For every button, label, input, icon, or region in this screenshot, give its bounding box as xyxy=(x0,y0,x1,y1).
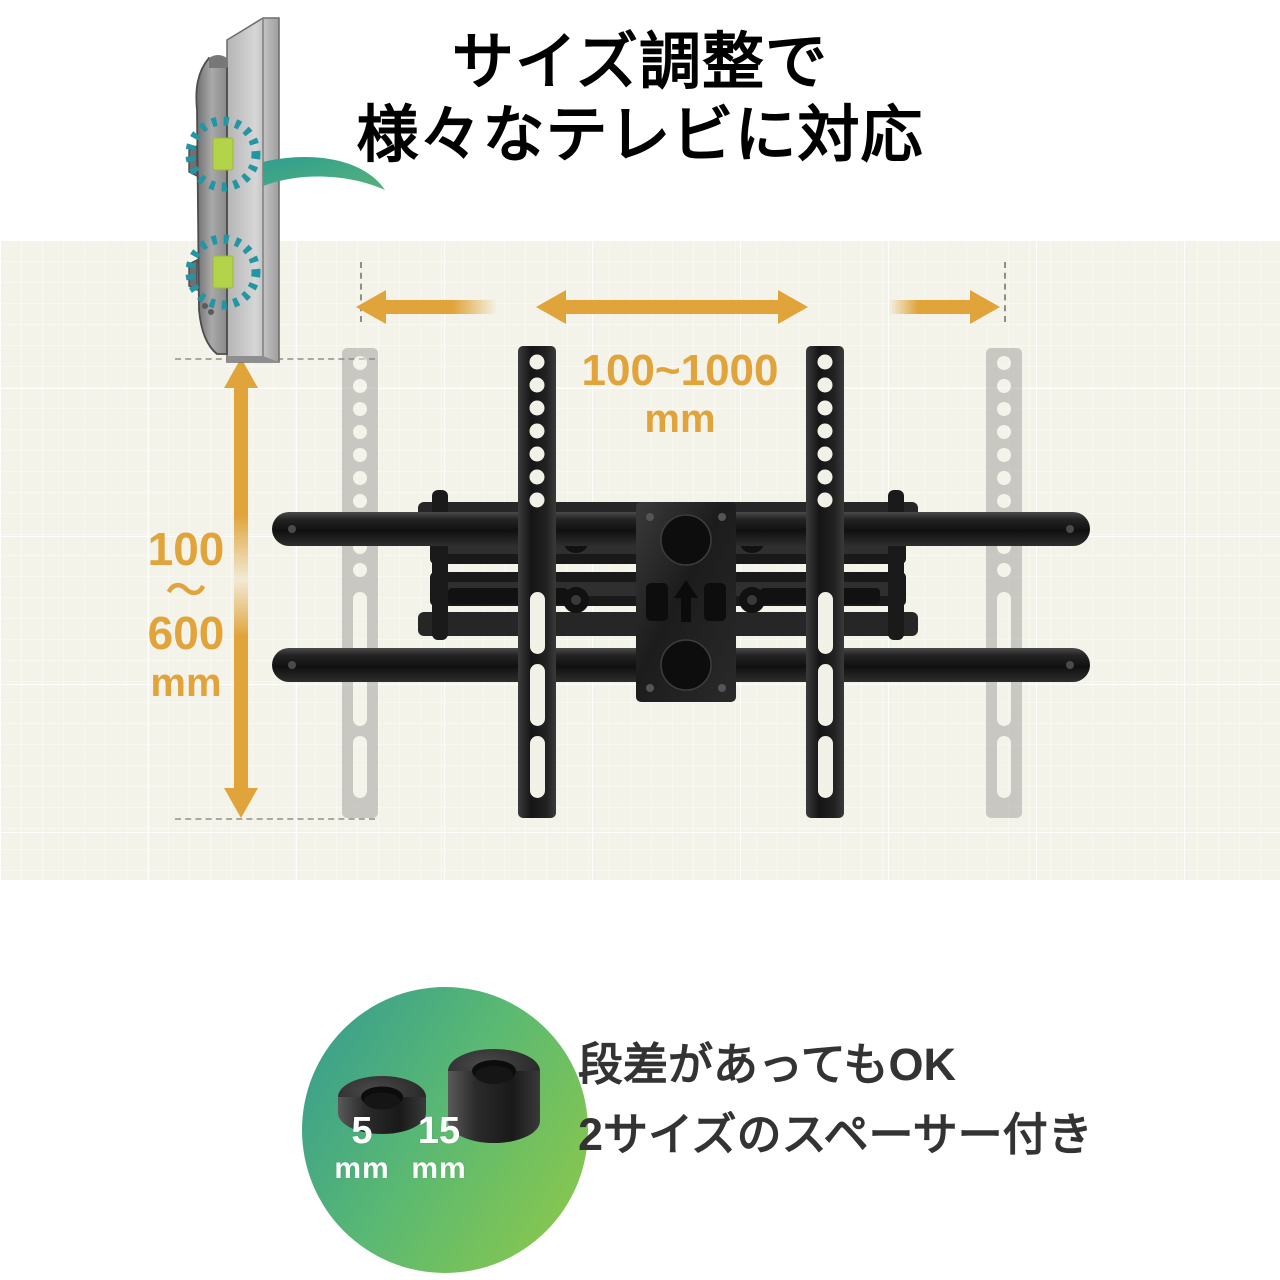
width-arrow-left xyxy=(356,290,556,324)
arrow-shaft xyxy=(874,300,974,314)
arrowhead-up xyxy=(224,358,258,388)
arrow-shaft xyxy=(382,300,530,314)
bottom-caption-line-1: 段差があってもOK xyxy=(578,1039,957,1090)
spacer-highlight-top xyxy=(212,137,234,171)
arrow-shaft xyxy=(562,300,782,314)
ghost-rail-right xyxy=(986,348,1022,818)
title-line-1: サイズ調整で xyxy=(451,28,829,97)
arrowhead-down xyxy=(224,788,258,818)
arrowhead-left xyxy=(536,290,566,324)
spacer-large-label: 15 mm xyxy=(396,1112,482,1184)
width-arrow-center xyxy=(536,290,808,324)
width-unit: mm xyxy=(644,397,716,442)
height-min: 100 xyxy=(147,523,225,575)
spacer-small-5mm xyxy=(338,1076,426,1134)
height-max: 600 xyxy=(147,606,225,659)
spacer-large-15mm xyxy=(448,1049,540,1143)
tv-panel-profile xyxy=(188,55,228,355)
spacer-small-unit: mm xyxy=(334,1152,390,1185)
tv-side-profile-illustration xyxy=(185,17,385,363)
height-unit: mm xyxy=(150,661,222,706)
up-arrow-glyph xyxy=(674,580,698,622)
tv-mount-bracket-illustration xyxy=(272,346,1090,818)
spacer-highlight-bottom xyxy=(212,255,234,289)
height-arrow xyxy=(224,358,258,818)
spacer-large-unit: mm xyxy=(411,1152,467,1185)
width-dimension-label: 100~1000 mm xyxy=(530,346,830,442)
arrowhead-right xyxy=(778,290,808,324)
spacer-large-size: 15 xyxy=(417,1110,461,1152)
vertical-rail-left xyxy=(518,346,556,818)
guide-line-bottom xyxy=(175,818,375,820)
focus-circle-bottom xyxy=(185,234,261,310)
arrowhead-left xyxy=(356,290,386,324)
arrowhead-right xyxy=(970,290,1000,324)
page-title: サイズ調整で 様々なテレビに対応 xyxy=(0,26,1280,172)
width-value: 100~1000 xyxy=(581,346,779,395)
height-range-tilde: ～ xyxy=(166,568,206,613)
focus-circle-top xyxy=(185,116,261,192)
wall-slab xyxy=(226,17,280,363)
center-wall-plate xyxy=(636,502,736,702)
title-line-2: 様々なテレビに対応 xyxy=(356,101,924,171)
vertical-rail-right xyxy=(806,346,844,818)
spacer-small-label: 5 mm xyxy=(330,1112,394,1184)
ghost-rail-left xyxy=(342,348,378,818)
bottom-caption: 段差があってもOK 2サイズのスペーサー付き xyxy=(578,1030,1238,1170)
callout-pointer xyxy=(263,157,385,190)
spacer-small-size: 5 xyxy=(351,1110,373,1152)
width-arrow-right xyxy=(848,290,1000,324)
height-dimension-label: 100 ～ 600 mm xyxy=(112,523,260,706)
arrow-shaft xyxy=(234,384,248,792)
guide-line-vertical-right xyxy=(1004,262,1006,322)
bottom-caption-line-2: 2サイズのスペーサー付き xyxy=(578,1108,1093,1160)
spacer-detail-circle xyxy=(302,987,588,1273)
